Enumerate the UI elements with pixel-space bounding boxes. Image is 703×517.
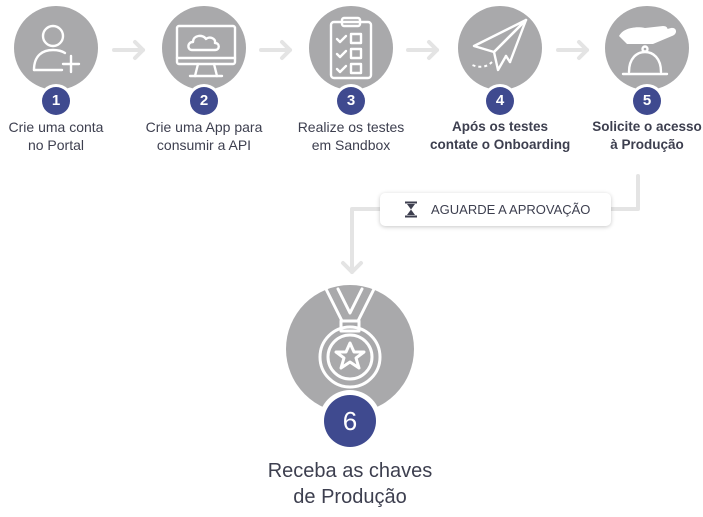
step-6-badge: 6 <box>319 390 381 452</box>
arrow-3-4 <box>406 40 439 60</box>
hourglass-icon <box>405 201 417 218</box>
arrow-4-5 <box>556 40 589 60</box>
step-2-badge: 2 <box>187 84 221 118</box>
step-4-circle <box>458 6 542 90</box>
cloud-monitor-icon <box>175 24 237 78</box>
step-2-label: Crie uma App para consumir a API <box>145 119 263 153</box>
step-2-circle <box>162 6 246 90</box>
step-1-label: Crie uma conta no Portal <box>8 119 104 153</box>
step-4-label: Após os testes contate o Onboarding <box>430 119 571 152</box>
step-5-number: 5 <box>633 87 661 115</box>
step-4-number: 4 <box>486 87 514 115</box>
checklist-clipboard-icon <box>329 16 373 80</box>
step-2-number: 2 <box>190 87 218 115</box>
arrow-1-2 <box>112 40 145 60</box>
approval-notice: AGUARDE A APROVAÇÃO <box>380 193 611 226</box>
step-4-badge: 4 <box>483 84 517 118</box>
step-5-circle <box>605 6 689 90</box>
service-bell-hand-icon <box>619 26 677 76</box>
step-6-label: Receba as chaves de Produção <box>267 460 433 508</box>
step-3-circle <box>309 6 393 90</box>
step-5-label: Solicite o acesso à Produção <box>592 119 702 152</box>
step-6-number: 6 <box>324 395 376 447</box>
step-1-circle <box>14 6 98 90</box>
medal-star-icon <box>318 287 382 389</box>
approval-text: AGUARDE A APROVAÇÃO <box>431 202 591 217</box>
step-3-label: Realize os testes em Sandbox <box>297 119 405 153</box>
paper-plane-icon <box>469 18 528 72</box>
step-1-number: 1 <box>42 87 70 115</box>
arrow-2-3 <box>259 40 292 60</box>
step-5-badge: 5 <box>630 84 664 118</box>
step-3-number: 3 <box>337 87 365 115</box>
add-user-icon <box>32 24 81 74</box>
step-1-badge: 1 <box>39 84 73 118</box>
step-3-badge: 3 <box>334 84 368 118</box>
